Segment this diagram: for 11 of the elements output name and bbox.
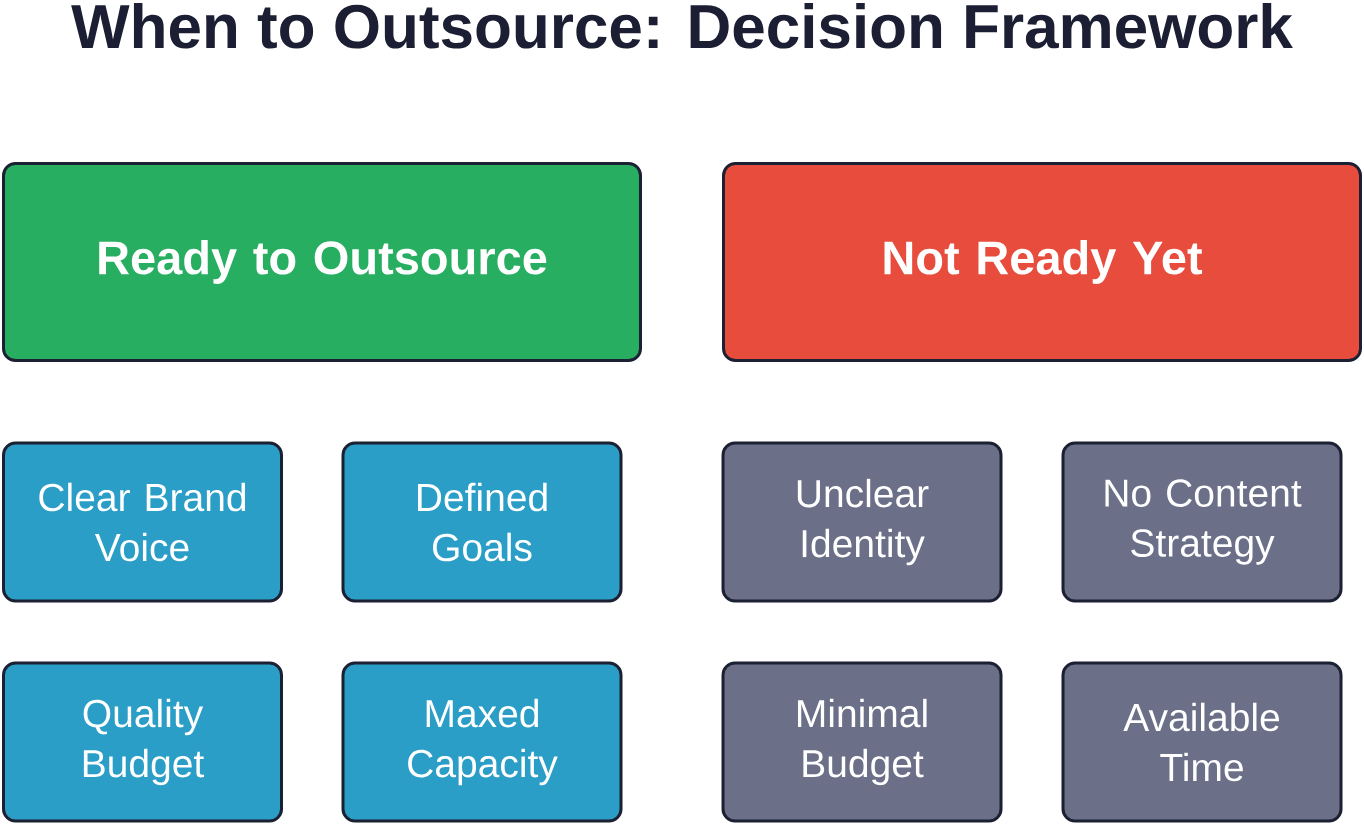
item-box: Unclear Identity	[721, 441, 1003, 603]
item-box: Defined Goals	[341, 441, 623, 603]
item-box: Quality Budget	[2, 661, 283, 823]
item-box: Available Time	[1061, 661, 1343, 823]
heading-box: Ready to Outsource	[2, 162, 642, 362]
item-box: No Content Strategy	[1061, 441, 1343, 603]
item-box: Minimal Budget	[721, 661, 1003, 823]
item-box: Maxed Capacity	[341, 661, 623, 823]
item-box: Clear Brand Voice	[2, 441, 283, 603]
title: When to Outsource: Decision Framework	[71, 3, 1293, 49]
heading-box: Not Ready Yet	[722, 162, 1362, 362]
